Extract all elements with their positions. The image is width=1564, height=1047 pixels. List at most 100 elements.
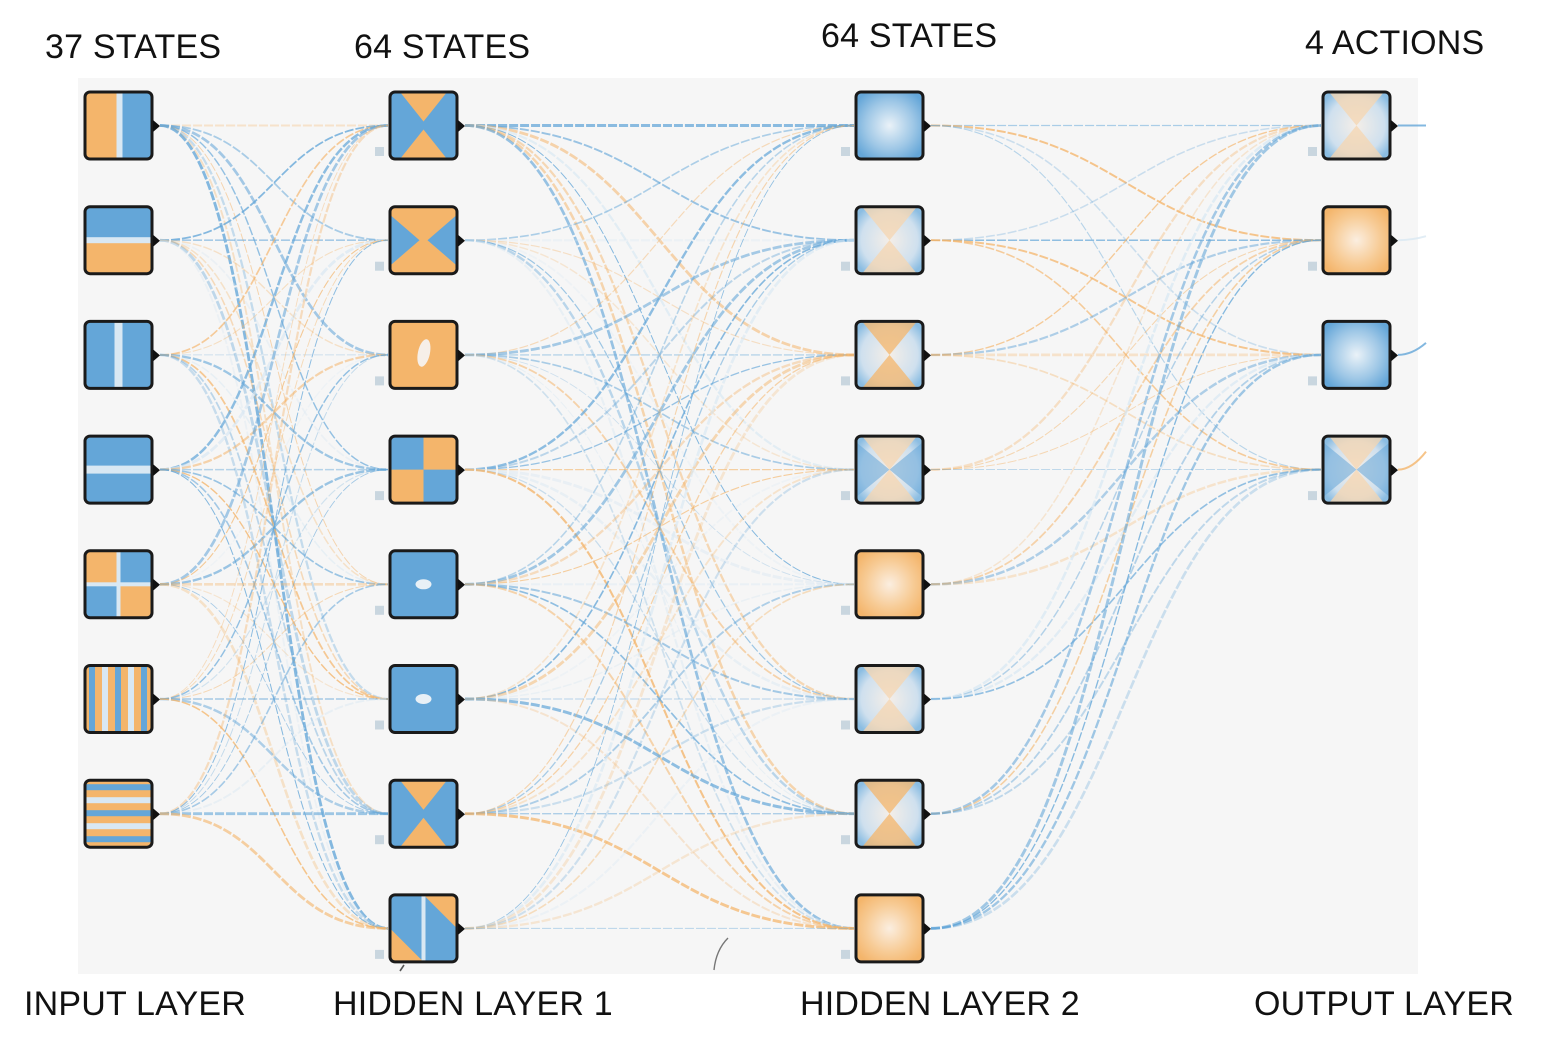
- node-frame: [388, 778, 459, 849]
- node-output-marker: [458, 120, 465, 132]
- node-frame: [854, 205, 925, 276]
- connection-line: [159, 354, 389, 586]
- connection-line: [464, 583, 855, 701]
- connection-line: [464, 239, 855, 700]
- node-input-marker: [841, 376, 850, 386]
- node-frame: [83, 549, 154, 620]
- node-frame: [388, 664, 459, 734]
- connection-line: [159, 697, 389, 815]
- node-hidden2-4: [841, 549, 931, 620]
- node-hidden2-5: [841, 664, 931, 734]
- edges-layer-1-to-2: [464, 124, 855, 930]
- node-input-marker: [841, 949, 850, 959]
- connection-line: [159, 239, 389, 356]
- node-hidden1-0: [375, 90, 465, 161]
- node-output-marker: [153, 120, 160, 132]
- node-frame: [1321, 434, 1392, 505]
- node-frame: [388, 319, 459, 390]
- connection-line: [159, 124, 389, 471]
- bottom-label-input: INPUT LAYER: [24, 985, 247, 1023]
- node-frame: [1321, 90, 1392, 161]
- connection-line: [464, 124, 855, 356]
- connection-line: [464, 238, 855, 930]
- node-input-marker: [841, 835, 850, 845]
- node-input-marker: [1308, 491, 1317, 501]
- node-frame: [854, 778, 925, 849]
- node-input-marker: [375, 835, 384, 845]
- connection-line: [464, 697, 855, 930]
- node-hidden2-2: [841, 319, 931, 390]
- node-frame: [388, 434, 459, 505]
- connection-line: [930, 124, 1322, 241]
- connection-line: [464, 468, 855, 701]
- node-output-marker: [1391, 120, 1398, 132]
- connection-line: [159, 468, 389, 586]
- connection-line: [464, 354, 855, 471]
- layer-nodes: [83, 90, 1398, 964]
- node-input-marker: [841, 261, 850, 271]
- connection-line: [159, 125, 389, 700]
- connection-line: [464, 239, 855, 930]
- node-input-marker: [841, 147, 850, 156]
- node-input-0: [83, 90, 160, 161]
- connection-line: [464, 697, 855, 816]
- node-hidden1-3: [375, 434, 465, 505]
- connection-line: [159, 239, 389, 356]
- node-frame: [1321, 319, 1392, 390]
- connection-line: [930, 239, 1322, 930]
- connection-line: [159, 124, 389, 701]
- connection-line: [159, 239, 389, 700]
- node-output-marker: [924, 234, 931, 247]
- node-input-marker: [375, 261, 384, 271]
- connection-line: [159, 124, 389, 242]
- connection-line: [159, 468, 389, 815]
- node-output-marker: [924, 464, 931, 477]
- node-frame: [854, 319, 925, 390]
- node-frame: [83, 90, 154, 161]
- node-output-marker: [1391, 349, 1398, 362]
- connection-line: [159, 239, 389, 585]
- node-output-marker: [458, 578, 465, 591]
- node-output-marker: [924, 693, 931, 706]
- node-output-marker: [924, 120, 931, 132]
- node-output-1: [1308, 205, 1398, 276]
- connection-line: [464, 583, 855, 815]
- node-output-marker: [458, 464, 465, 477]
- connection-line: [159, 353, 389, 471]
- node-output-marker: [924, 349, 931, 362]
- connection-line: [159, 354, 389, 700]
- connection-line: [930, 124, 1322, 930]
- node-output-marker: [924, 922, 931, 935]
- node-frame: [854, 434, 925, 505]
- node-hidden1-7: [375, 893, 465, 964]
- connection-line: [930, 124, 1322, 356]
- connection-line: [930, 353, 1322, 586]
- node-output-marker: [924, 808, 931, 821]
- node-input-3: [83, 434, 160, 505]
- connection-line: [159, 239, 389, 586]
- bottom-label-hidden1: HIDDEN LAYER 1: [333, 985, 613, 1023]
- node-input-marker: [375, 491, 384, 501]
- node-input-marker: [1308, 261, 1317, 271]
- node-hidden1-6: [375, 778, 465, 849]
- connection-line: [464, 124, 855, 242]
- node-hidden2-1: [841, 205, 931, 276]
- node-output-2: [1308, 319, 1398, 390]
- arrow-hidden2: [713, 937, 729, 971]
- node-output-marker: [153, 693, 160, 706]
- node-frame: [854, 664, 925, 734]
- node-frame: [854, 893, 925, 964]
- connection-line: [464, 697, 855, 815]
- top-label-hidden2: 64 STATES: [821, 17, 998, 55]
- connection-line: [464, 583, 855, 700]
- connection-line: [159, 812, 389, 930]
- node-output-marker: [458, 922, 465, 935]
- top-label-hidden1: 64 STATES: [354, 28, 531, 66]
- node-input-marker: [841, 491, 850, 501]
- node-frame: [388, 549, 459, 620]
- connection-line: [159, 239, 389, 815]
- node-frame: [388, 205, 459, 276]
- connection-line: [159, 239, 389, 700]
- output-stub-line: [1397, 235, 1427, 242]
